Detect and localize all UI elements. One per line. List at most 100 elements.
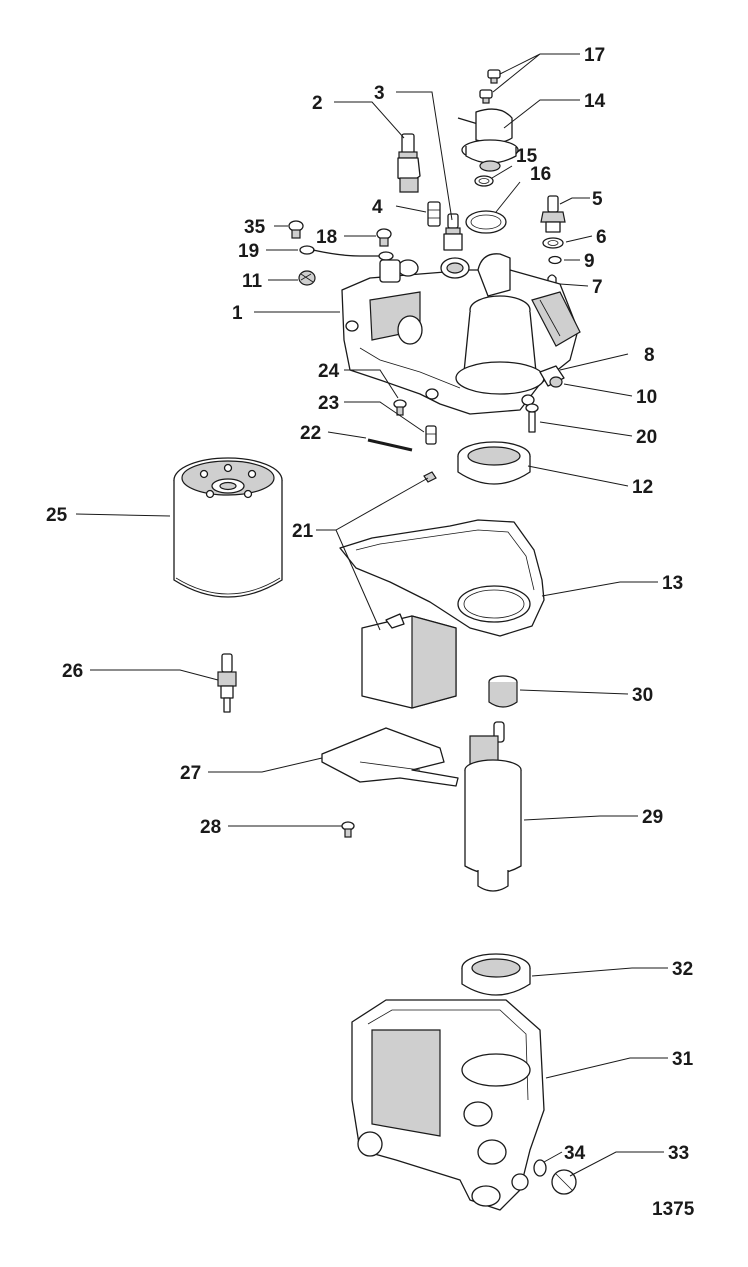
callout-10: 10 — [636, 387, 657, 408]
part-13-gasket — [339, 519, 545, 637]
leader-32 — [531, 967, 668, 977]
part-30-sleeve — [488, 675, 518, 708]
part-11-plug — [298, 270, 316, 286]
callout-32: 32 — [672, 959, 693, 980]
leader-24 — [344, 369, 399, 399]
part-29-fuel-pump — [464, 721, 522, 892]
part-35-screw — [288, 220, 304, 239]
part-12-seal — [457, 441, 531, 485]
callout-29: 29 — [642, 807, 663, 828]
callout-5: 5 — [592, 189, 603, 210]
leader-12 — [527, 465, 629, 487]
leader-14 — [503, 99, 580, 129]
part-24-screw — [393, 399, 407, 416]
callout-30: 30 — [632, 685, 653, 706]
leader-27 — [208, 757, 323, 773]
leader-25 — [75, 513, 171, 517]
callout-20: 20 — [636, 427, 657, 448]
part-31-lower-housing — [351, 999, 545, 1211]
part-33-plug — [551, 1169, 577, 1195]
callout-3: 3 — [374, 83, 385, 104]
leader-34 — [543, 1151, 563, 1163]
part-32-seal — [461, 953, 531, 996]
part-18-screw — [376, 228, 392, 247]
leader-23 — [344, 401, 425, 433]
callout-1: 1 — [232, 303, 243, 324]
part-10-fitting — [549, 376, 563, 388]
callout-14: 14 — [584, 91, 606, 112]
callout-27: 27 — [180, 763, 201, 784]
callout-19: 19 — [238, 241, 259, 262]
callout-4: 4 — [372, 197, 383, 218]
part-27-bracket — [321, 727, 459, 787]
callout-2: 2 — [312, 93, 323, 114]
callout-18: 18 — [316, 227, 337, 248]
callout-9: 9 — [584, 251, 595, 272]
leader-22 — [327, 431, 367, 439]
part-14-pressure-regulator — [457, 108, 519, 172]
leader-31 — [545, 1057, 668, 1079]
leader-8 — [559, 353, 629, 371]
leader-13 — [541, 581, 658, 597]
part-25-filter — [173, 457, 283, 598]
callout-34: 34 — [564, 1143, 586, 1164]
part-15-o-ring — [474, 175, 494, 187]
callout-31: 31 — [672, 1049, 694, 1070]
leader-29 — [523, 815, 638, 821]
callout-17: 17 — [584, 45, 605, 66]
callout-26: 26 — [62, 661, 83, 682]
callout-24: 24 — [318, 361, 340, 382]
part-34-o-ring — [533, 1159, 547, 1177]
callout-16: 16 — [530, 164, 551, 185]
leader-5 — [559, 197, 590, 205]
leader-26 — [90, 669, 219, 681]
leader-17 — [492, 53, 580, 93]
part-4-fitting — [427, 201, 441, 227]
part-17-screws — [479, 69, 501, 104]
leader-2 — [334, 101, 405, 139]
drawing-number: 1375 — [652, 1199, 695, 1220]
leader-33 — [569, 1151, 664, 1177]
part-23-clip — [425, 425, 437, 445]
part-1-housing — [341, 253, 581, 415]
leader-6 — [565, 235, 593, 243]
part-21-block — [361, 471, 457, 709]
callout-25: 25 — [46, 505, 68, 526]
part-5-fitting — [540, 195, 566, 233]
callout-33: 33 — [668, 1143, 689, 1164]
part-6-ring — [542, 237, 564, 249]
leader-10 — [563, 383, 633, 397]
leader-7 — [559, 283, 589, 287]
part-28-screw — [341, 821, 355, 838]
callout-7: 7 — [592, 277, 603, 298]
callout-6: 6 — [596, 227, 607, 248]
callout-15: 15 — [516, 146, 538, 167]
leader-30 — [519, 689, 629, 695]
leader-15 — [491, 165, 513, 179]
callout-28: 28 — [200, 817, 221, 838]
part-9-ring — [548, 255, 562, 265]
leader-lines — [75, 53, 668, 1177]
part-16-o-ring — [465, 210, 507, 234]
callout-21: 21 — [292, 521, 314, 542]
leader-3 — [396, 91, 453, 221]
callout-12: 12 — [632, 477, 653, 498]
leader-20 — [539, 421, 633, 437]
callout-23: 23 — [318, 393, 339, 414]
callout-11: 11 — [242, 271, 263, 292]
part-19-ground-wire — [299, 245, 394, 261]
leader-4 — [395, 205, 427, 213]
leader-16 — [495, 181, 521, 213]
leader-21 — [316, 477, 429, 631]
part-26-sensor — [217, 653, 237, 713]
part-20-screw — [525, 403, 539, 433]
part-2-fitting — [397, 133, 421, 193]
callout-13: 13 — [662, 573, 683, 594]
callout-22: 22 — [300, 423, 321, 444]
callout-35: 35 — [244, 217, 266, 238]
part-22-pin — [367, 438, 413, 452]
part-3-fitting — [443, 213, 463, 251]
callout-8: 8 — [644, 345, 655, 366]
callout-labels: 17 14 15 16 2 3 4 5 6 9 7 35 18 19 11 1 … — [46, 45, 694, 1164]
